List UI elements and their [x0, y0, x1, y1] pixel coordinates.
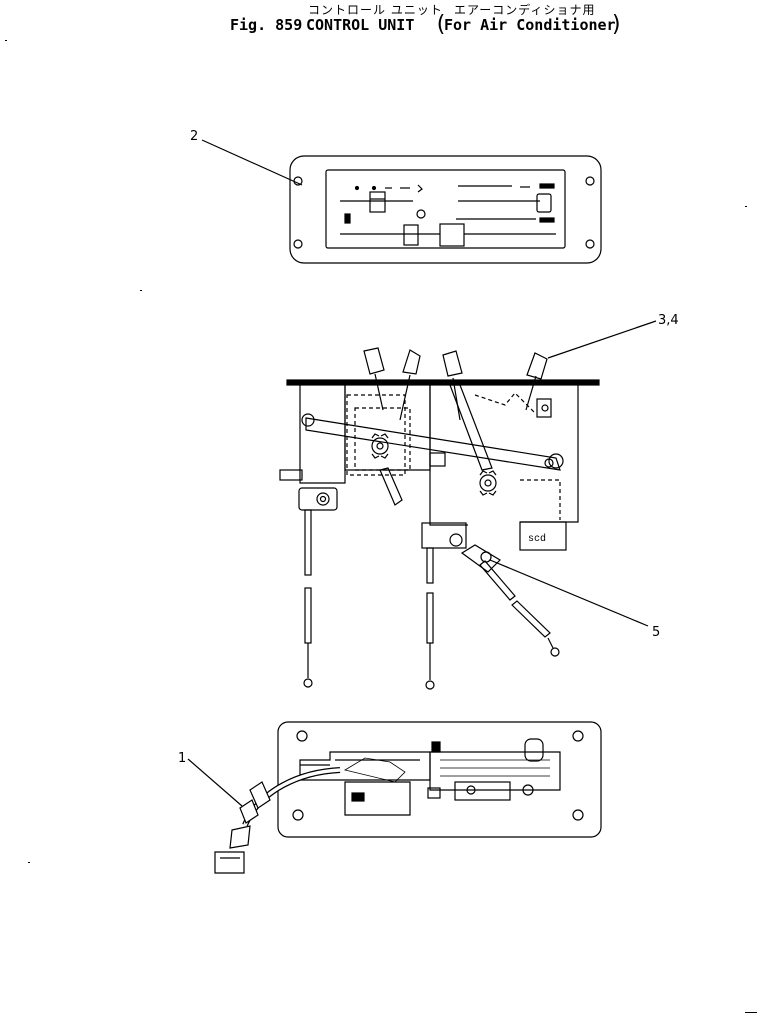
figure-number: Fig. 859 — [230, 16, 303, 34]
scan-speck — [745, 1012, 757, 1013]
control-cable — [425, 547, 435, 690]
slider-knob — [439, 223, 465, 247]
part-2-front-panel — [289, 155, 602, 264]
mount-hole — [572, 809, 584, 821]
callout-2: 2 — [190, 129, 198, 144]
switch-board — [429, 751, 561, 791]
slider-knob — [536, 193, 552, 213]
cable-clamp — [429, 452, 446, 467]
lever-knob — [526, 352, 548, 380]
lever-knob — [442, 350, 463, 377]
gear — [371, 433, 389, 459]
leader-line-3-4 — [547, 320, 657, 359]
leader-line-1 — [187, 758, 243, 807]
harness-connector — [214, 851, 245, 874]
callout-5: 5 — [652, 625, 660, 640]
bracket-tab — [279, 469, 303, 481]
switch-block — [519, 521, 567, 551]
part-1-rear-panel — [277, 721, 602, 838]
control-cable — [479, 560, 560, 657]
callout-3-4: 3,4 — [658, 313, 679, 328]
gear — [479, 470, 497, 496]
mount-hole — [292, 809, 304, 821]
title-japanese-main: コントロール ユニット — [308, 3, 443, 17]
mount-hole — [293, 239, 303, 249]
title-japanese-sub: エアーコンディショナ用 — [454, 3, 596, 17]
cable-bracket-5 — [460, 544, 501, 573]
rear-panel-outline — [277, 721, 602, 838]
left-housing — [299, 385, 346, 484]
slider-knob — [369, 191, 386, 213]
link-bar — [305, 417, 561, 471]
open-paren: ( — [434, 12, 448, 37]
pivot-bolt — [301, 413, 315, 427]
lever-knob — [402, 349, 421, 375]
figure-title: コントロール ユニット エアーコンディショナ用 Fig. 859 CONTROL… — [230, 0, 630, 40]
front-panel-outline — [289, 155, 602, 264]
link-bar — [449, 384, 493, 471]
scan-speck — [5, 40, 7, 41]
figure-name: CONTROL UNIT — [306, 16, 415, 34]
leader-line-2 — [201, 139, 303, 186]
cable-clamp — [536, 398, 552, 418]
circuit-board — [299, 751, 431, 781]
right-housing — [429, 385, 468, 526]
mount-hole — [572, 730, 584, 742]
pivot-bolt — [548, 453, 564, 469]
top-plate — [286, 379, 600, 386]
scan-speck — [140, 290, 142, 291]
cable-bracket-middle — [421, 522, 467, 549]
wiring-harness — [214, 767, 341, 874]
mount-hole — [585, 176, 595, 186]
lever-knob — [363, 347, 385, 375]
relay-block — [344, 781, 411, 816]
slider-knob — [403, 224, 419, 246]
mount-hole — [296, 730, 308, 742]
callout-1: 1 — [178, 751, 186, 766]
control-cable — [303, 509, 313, 688]
mount-hole — [585, 239, 595, 249]
lever-assembly: scd — [279, 347, 600, 690]
front-panel-window — [325, 169, 566, 249]
cable-bracket-left — [298, 487, 338, 511]
close-paren: ) — [610, 12, 624, 37]
leader-line-5 — [489, 559, 649, 627]
switch-block-label: scd — [528, 533, 546, 545]
scan-speck — [28, 862, 30, 863]
figure-subtitle: For Air Conditioner — [444, 16, 616, 34]
scan-speck — [745, 206, 747, 207]
